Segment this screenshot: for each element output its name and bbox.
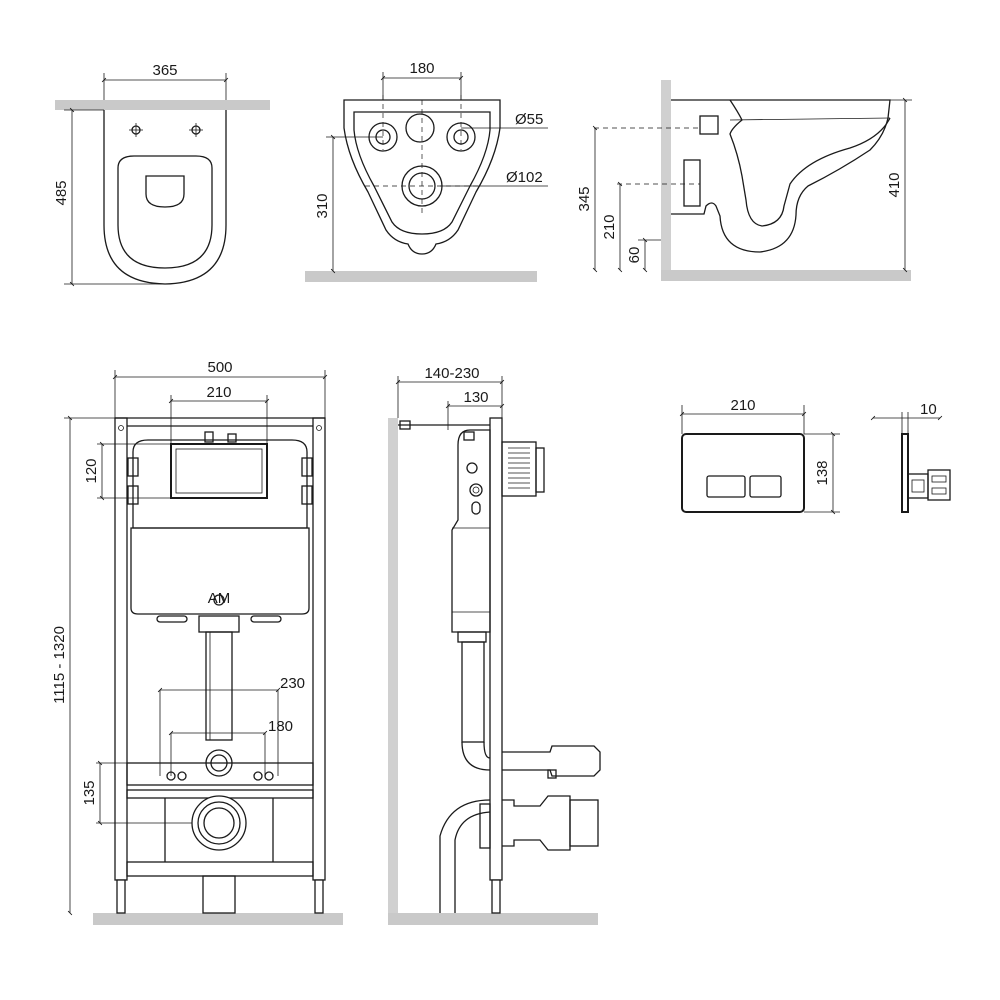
frame-front-view: AM 500 210 12: [51, 359, 343, 925]
outlet-height-label: 210: [601, 214, 618, 239]
bowl-opening: [145, 175, 185, 208]
flush-pipe: [205, 631, 233, 741]
plate-width-label: 210: [730, 397, 755, 414]
flush-button-left: [706, 475, 746, 498]
brand-logo: AM: [208, 590, 231, 607]
flush-bend: [461, 741, 491, 771]
inlet-valve: [204, 431, 214, 443]
panel-height-label: 120: [83, 458, 100, 483]
cistern-top: [132, 439, 308, 529]
inlet-stub: [699, 115, 719, 135]
plate-actuator: [907, 473, 929, 499]
front-height-label: 310: [314, 193, 331, 218]
large-hole-diameter-label: Ø102: [506, 169, 543, 186]
frame-height-label: 1115 - 1320: [51, 626, 68, 704]
frame-width-label: 500: [207, 359, 232, 376]
toilet-side-outline: [671, 99, 891, 253]
outlet-height-label: 135: [81, 780, 98, 805]
toilet-outline: [103, 110, 227, 285]
plate-actuator-rod: [927, 469, 951, 501]
flush-pipe-collar: [198, 615, 240, 633]
plate-thickness-label: 10: [920, 401, 937, 418]
flush-plate-front: 210 138: [679, 397, 840, 515]
right-foot: [314, 879, 324, 914]
seat-outline: [117, 155, 213, 269]
toilet-depth-label: 485: [53, 180, 70, 205]
toilet-front-view: 180 Ø55 Ø102 310: [305, 60, 548, 282]
plate-side-outline: [901, 433, 909, 513]
toilet-side-inner: [729, 99, 891, 227]
right-upright: [312, 417, 326, 881]
drain-socket: [569, 799, 599, 847]
cistern-side: [451, 429, 491, 633]
inlet-height-label: 345: [576, 186, 593, 211]
flush-opening: [170, 443, 268, 499]
flush-button-right: [749, 475, 782, 498]
wall-band: [55, 100, 270, 110]
depth-range-label: 140-230: [424, 365, 479, 382]
outlet-stub: [683, 159, 701, 207]
svg-text:AM: AM: [208, 590, 231, 607]
flush-module-ribs: [508, 447, 530, 489]
side-floor: [661, 270, 911, 281]
wide-spacing-label: 230: [280, 675, 305, 692]
plate-height-label: 138: [814, 460, 831, 485]
toilet-side-view: 345 210 60 410: [576, 80, 912, 281]
frame-floor: [93, 913, 343, 925]
base-height-label: 60: [626, 247, 643, 264]
narrow-spacing-label: 180: [268, 718, 293, 735]
right-hole-outer: [446, 122, 476, 152]
mounting-crossbar: [126, 762, 314, 786]
drain-stub: [202, 875, 236, 914]
drain-connector: [502, 795, 571, 851]
panel-width-label: 210: [206, 384, 231, 401]
toilet-top-view: 365 485: [53, 62, 270, 287]
flush-plate-side: 10: [870, 401, 951, 513]
drain-pipe: [439, 799, 491, 913]
floor-band: [305, 271, 537, 282]
frame-depth-label: 130: [463, 389, 488, 406]
mount-hole-left: [129, 123, 143, 137]
side-flush-pipe: [461, 641, 485, 743]
front-upright: [489, 417, 503, 881]
small-hole-diameter-label: Ø55: [515, 111, 543, 128]
inlet-hole: [405, 113, 435, 143]
cistern-bracket-left: [127, 457, 139, 477]
left-foot: [116, 879, 126, 914]
flush-connector: [502, 745, 601, 777]
side-wall: [661, 80, 671, 270]
mount-hole-right: [189, 123, 203, 137]
side-view-floor: [388, 913, 598, 925]
bottom-crossbar: [126, 861, 314, 877]
side-view-wall: [388, 418, 398, 913]
toilet-width-label: 365: [152, 62, 177, 79]
total-height-label: 410: [886, 172, 903, 197]
seat-line: [729, 117, 891, 121]
flush-plate-outline: [681, 433, 805, 513]
frame-side-view: 140-230 130: [388, 365, 601, 925]
toilet-inner-outline: [353, 111, 491, 235]
drain-outer: [191, 795, 247, 851]
hole-spacing-label: 180: [409, 60, 434, 77]
left-upright: [114, 417, 128, 881]
cistern-bracket-right: [301, 457, 313, 477]
cistern-body: [130, 527, 310, 615]
side-foot: [491, 879, 501, 914]
